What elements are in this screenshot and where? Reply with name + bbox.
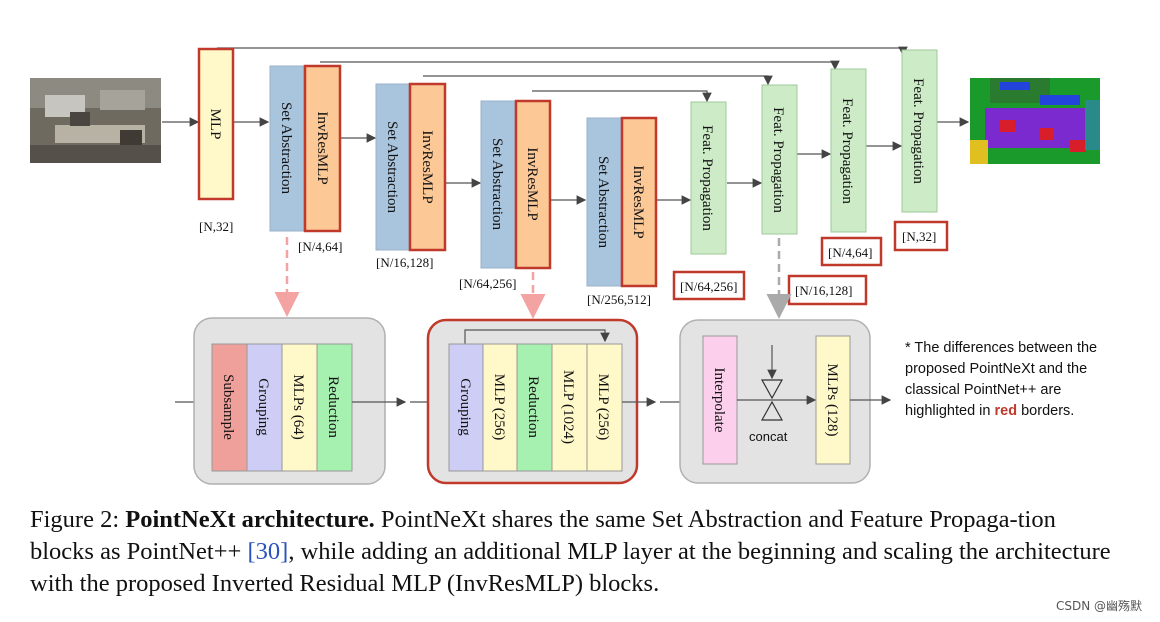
decoder-fp-1: Feat. Propagation [N/64,256]	[672, 101, 746, 301]
output-segmentation-image	[970, 78, 1100, 164]
decoder-fp-3: Feat. Propagation [N/4,64]	[820, 68, 883, 267]
mlp-1024-label: MLP (1024)	[560, 370, 576, 444]
feat-propagation-label: Feat. Propagation	[699, 125, 715, 231]
mlp-256-label: MLP (256)	[491, 374, 507, 441]
invresmlp-label: InvResMLP	[314, 111, 330, 184]
feat-propagation-label: Feat. Propagation	[770, 107, 786, 213]
detail-set-abstraction: Subsample Grouping MLPs (64) Reduction	[175, 317, 407, 485]
set-abstraction-label: Set Abstraction	[278, 102, 294, 195]
citation-link[interactable]: [30]	[247, 538, 289, 565]
initial-mlp-label: MLP	[207, 109, 223, 140]
watermark: CSDN @幽殇默	[1055, 599, 1142, 613]
note-red-word: red	[994, 403, 1018, 419]
initial-mlp-dim: [N,32]	[199, 219, 233, 234]
decoder-fp-2: Feat. Propagation [N/16,128]	[761, 84, 868, 306]
decoder-fp-4: Feat. Propagation [N,32]	[893, 49, 949, 252]
stage-dim: [N/16,128]	[376, 255, 433, 270]
input-point-cloud-image	[30, 78, 161, 163]
encoder-stage-3: Set Abstraction InvResMLP [N/64,256]	[459, 99, 552, 291]
caption-prefix: Figure 2:	[30, 506, 126, 533]
note-tail: borders.	[1021, 403, 1075, 419]
detail-feat-propagation: Interpolate concat MLPs (128)	[660, 319, 892, 484]
interpolate-label: Interpolate	[711, 368, 727, 433]
set-abstraction-label: Set Abstraction	[489, 138, 505, 231]
set-abstraction-label: Set Abstraction	[595, 156, 611, 249]
fp-dim: [N,32]	[902, 229, 936, 244]
invresmlp-label: InvResMLP	[419, 130, 435, 203]
feat-propagation-label: Feat. Propagation	[839, 98, 855, 204]
fp-dim: [N/16,128]	[795, 283, 852, 298]
stage-dim: [N/4,64]	[298, 239, 342, 254]
detail-invresmlp: Grouping MLP (256) Reduction MLP (1024) …	[410, 318, 657, 485]
note-text: * The differences between the proposed P…	[905, 340, 1098, 419]
encoder-stage-1: Set Abstraction InvResMLP [N/4,64]	[269, 64, 342, 254]
set-abstraction-label: Set Abstraction	[384, 121, 400, 214]
fp-dim: [N/64,256]	[680, 279, 737, 294]
feat-propagation-label: Feat. Propagation	[910, 78, 926, 184]
fp-dim: [N/4,64]	[828, 245, 872, 260]
mlp-256b-label: MLP (256)	[595, 374, 611, 441]
encoder-stage-4: Set Abstraction InvResMLP [N/256,512]	[586, 116, 658, 307]
architecture-diagram: MLP [N,32] Set Abstraction InvResMLP [N/…	[30, 46, 1100, 485]
caption-body-1: PointNeXt shares the same Set Abstractio…	[30, 506, 1056, 565]
figure-caption: Figure 2: PointNeXt architecture. PointN…	[30, 504, 1120, 600]
subsample-label: Subsample	[220, 374, 236, 440]
invresmlp-label: InvResMLP	[524, 147, 540, 220]
initial-mlp-block: MLP	[197, 47, 235, 201]
differences-note: * The differences between the proposed P…	[905, 338, 1105, 422]
caption-title: PointNeXt architecture.	[125, 506, 375, 533]
detail-pointers	[274, 237, 792, 319]
main-flow-arrows	[162, 117, 970, 205]
concat-label: concat	[749, 429, 788, 444]
reduction-label: Reduction	[325, 376, 341, 438]
mlps-label: MLPs (64)	[290, 374, 306, 439]
stage-dim: [N/64,256]	[459, 276, 516, 291]
grouping-label: Grouping	[255, 378, 271, 436]
invresmlp-label: InvResMLP	[630, 165, 646, 238]
encoder-stage-2: Set Abstraction InvResMLP [N/16,128]	[375, 82, 447, 270]
grouping-label: Grouping	[457, 378, 473, 436]
reduction-label: Reduction	[525, 376, 541, 438]
mlps-128-label: MLPs (128)	[824, 364, 840, 437]
stage-dim: [N/256,512]	[587, 292, 651, 307]
caption-body-2: , while adding an additional MLP layer a…	[30, 538, 1111, 597]
